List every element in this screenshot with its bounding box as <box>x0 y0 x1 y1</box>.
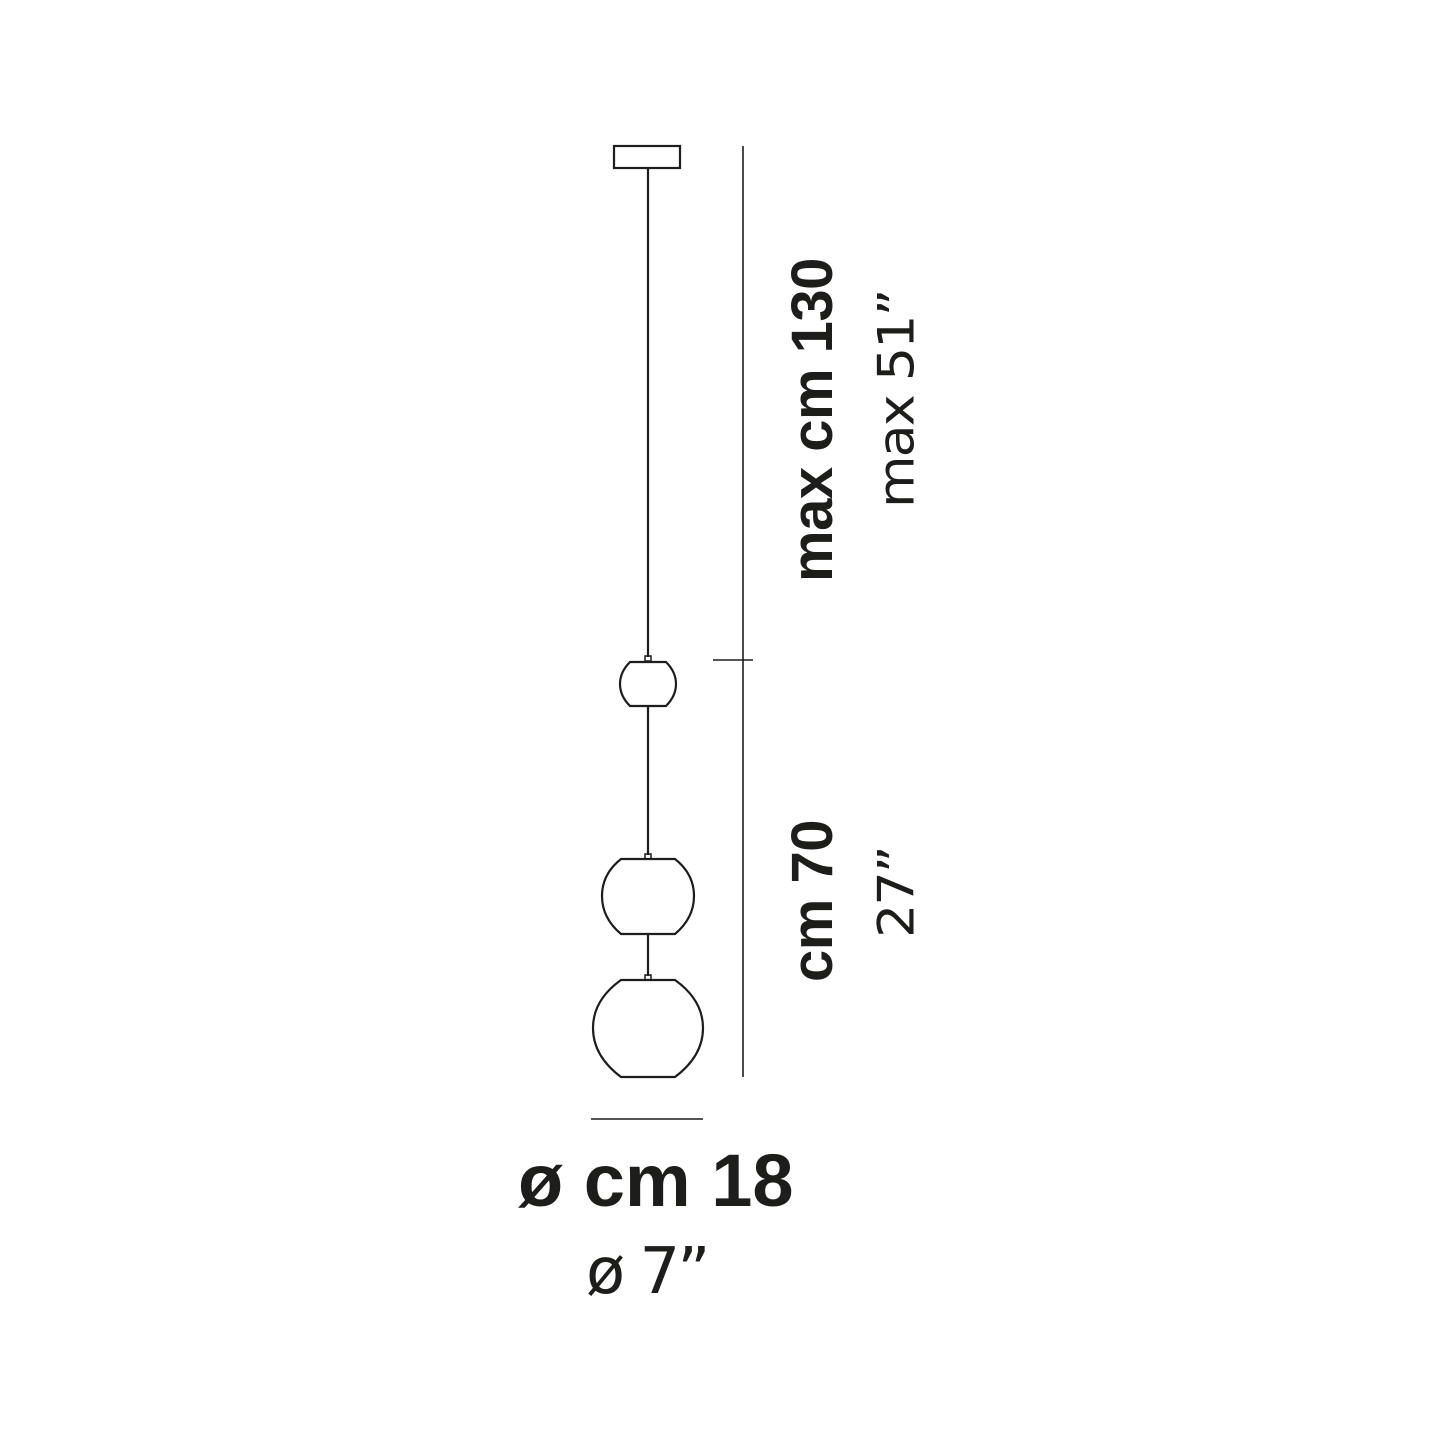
diameter-imperial-label: ø 7” <box>586 1235 710 1309</box>
cable-connector-1 <box>644 655 652 662</box>
cable-length-imperial-label: max 51” <box>867 290 926 508</box>
body-height-metric-label: cm 70 <box>780 820 845 982</box>
diameter-metric-label: ø cm 18 <box>518 1139 794 1222</box>
body-height-imperial-label: 27” <box>867 847 926 938</box>
cable-length-metric-label: max cm 130 <box>780 258 845 582</box>
large-sphere <box>591 978 705 1079</box>
ceiling-canopy <box>612 144 682 170</box>
small-sphere <box>618 660 678 708</box>
medium-sphere <box>600 857 696 936</box>
